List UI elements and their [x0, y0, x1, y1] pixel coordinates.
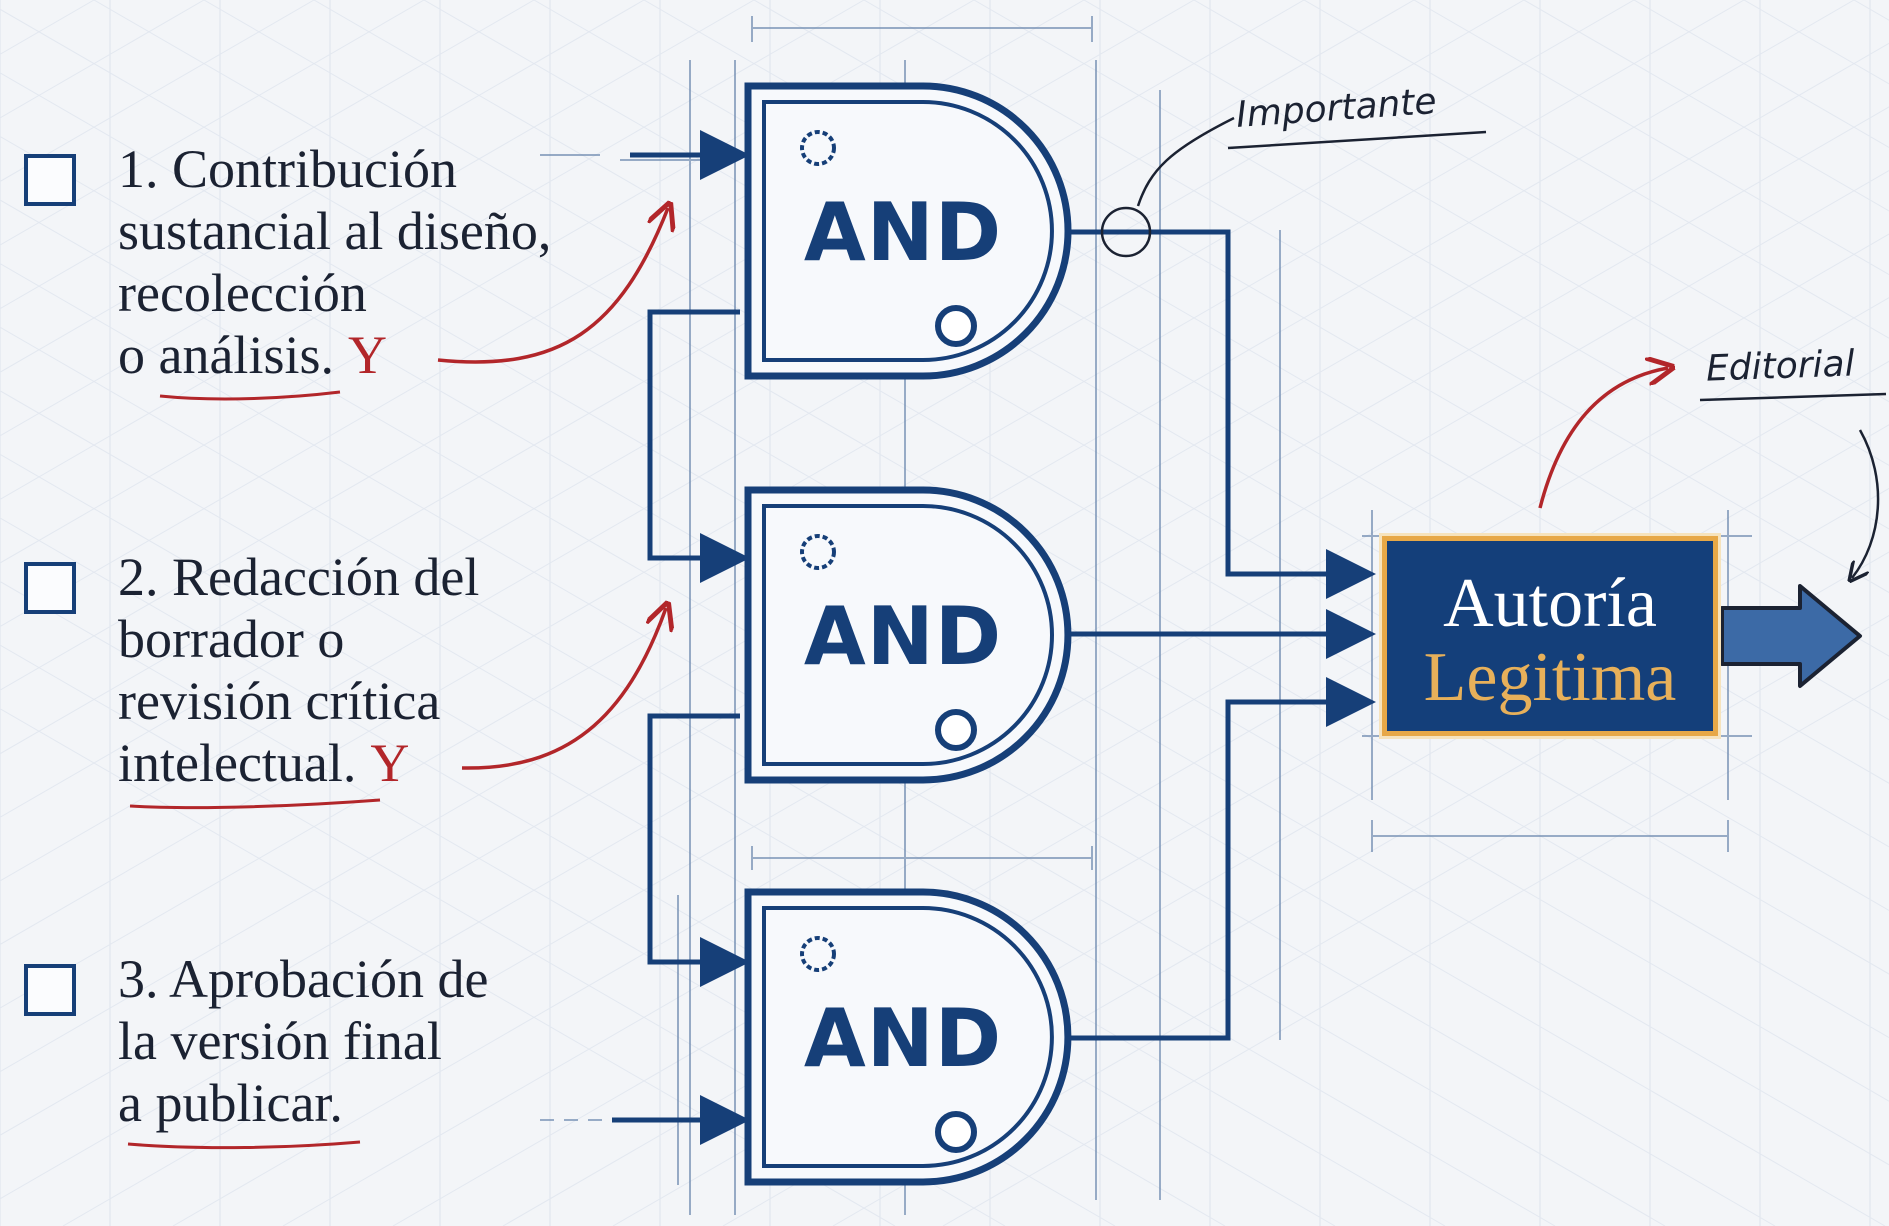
criterion-3-text: 3. Aprobación de la versión final a publ…: [118, 948, 488, 1134]
criterion-1-number: 1.: [118, 139, 159, 199]
criterion-2-checkbox[interactable]: [24, 562, 76, 614]
criterion-2-line-3: revisión crítica: [118, 671, 441, 731]
gate-2-label: AND: [803, 590, 1003, 683]
criterion-2-text: 2. Redacción del borrador o revisión crí…: [118, 546, 479, 794]
criterion-1-text: 1. Contribución sustancial al diseño, re…: [118, 138, 551, 386]
criterion-3-line-2: la versión final: [118, 1011, 442, 1071]
criterion-2-connector: Y: [370, 733, 410, 793]
output-arrow: [1720, 584, 1862, 688]
result-line-2: Legitima: [1423, 639, 1677, 716]
criterion-2-line-4: intelectual.Y: [118, 732, 479, 794]
criterion-3-line-3: a publicar.: [118, 1072, 488, 1134]
and-gate-1: [744, 82, 1072, 380]
criterion-3-number: 3.: [118, 949, 159, 1009]
criterion-1-connector: Y: [347, 325, 387, 385]
criterion-2-line-1-text: Redacción del: [172, 547, 480, 607]
criterion-2-number: 2.: [118, 547, 159, 607]
criterion-1-line-2: sustancial al diseño,: [118, 201, 552, 261]
criterion-3-prefix: a: [118, 1073, 156, 1133]
criterion-1-line-3: recolección: [118, 263, 367, 323]
and-gate-3: [744, 888, 1072, 1186]
result-box[interactable]: Autoría Legitima: [1382, 536, 1718, 736]
criterion-3-checkbox[interactable]: [24, 964, 76, 1016]
result-line-1: Autoría: [1443, 565, 1657, 642]
criterion-1-checkbox[interactable]: [24, 154, 76, 206]
criterion-1-line-1-text: Contribución: [172, 139, 457, 199]
annotation-editorial: Editorial: [1705, 343, 1856, 390]
criterion-2-line-2: borrador o: [118, 609, 345, 669]
gate-3-label: AND: [803, 992, 1003, 1085]
criterion-3-line-1-text: Aprobación de: [169, 949, 489, 1009]
criterion-3-underlined: publicar.: [155, 1073, 343, 1133]
gate-1-label: AND: [803, 186, 1003, 279]
criterion-1-line-1: 1. Contribución: [118, 138, 551, 200]
and-gate-2: [744, 486, 1072, 784]
criterion-1-underlined: análisis.: [158, 325, 334, 385]
criterion-3-line-1: 3. Aprobación de: [118, 948, 488, 1010]
criterion-2-line-1: 2. Redacción del: [118, 546, 479, 608]
criterion-2-underlined: intelectual.: [118, 733, 357, 793]
criterion-1-line-4: o análisis.Y: [118, 324, 551, 386]
criterion-1-prefix: o: [118, 325, 159, 385]
